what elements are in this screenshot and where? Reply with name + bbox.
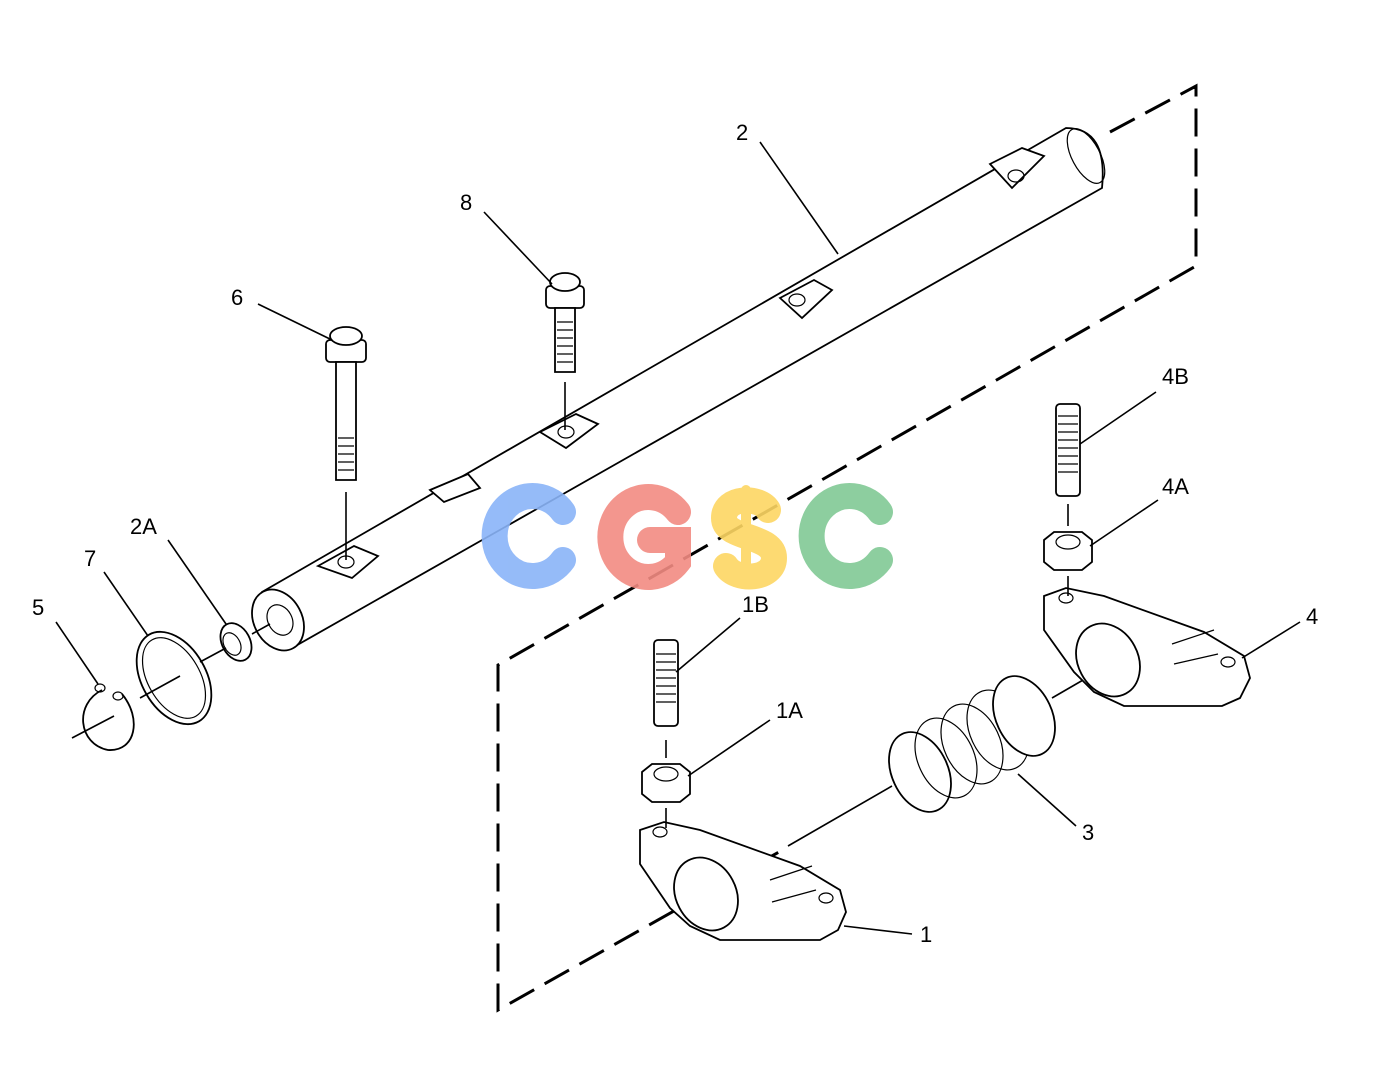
callout-2: 2	[736, 120, 748, 145]
bolt-8	[545, 272, 585, 430]
spring-3	[787, 675, 1091, 847]
bushing-2a	[219, 622, 271, 662]
rocker-shaft	[251, 127, 1106, 652]
nut-1a	[641, 740, 691, 828]
cgsc-watermark	[481, 483, 893, 590]
watermark-c1	[481, 483, 576, 589]
callout-1: 1	[920, 922, 932, 947]
callout-1a: 1A	[776, 698, 803, 723]
callout-5: 5	[32, 595, 44, 620]
callout-7: 7	[84, 546, 96, 571]
snap-ring-5	[71, 683, 135, 751]
assembly-boundary	[496, 83, 1198, 1013]
stud-4b	[1055, 403, 1081, 497]
callout-2a: 2A	[130, 514, 157, 539]
callout-labels: 2 8 6 2A 7 5 4B 4A 4 1B 1A 3 1	[32, 120, 1318, 947]
callout-4b: 4B	[1162, 364, 1189, 389]
callout-1b: 1B	[742, 592, 769, 617]
rocker-arm-4	[1043, 587, 1251, 707]
rocker-arm-1	[639, 821, 847, 941]
watermark-c2	[798, 483, 893, 589]
callout-6: 6	[231, 285, 243, 310]
stud-1b	[653, 639, 679, 727]
washer-ring-7	[135, 630, 227, 726]
watermark-g	[597, 484, 691, 590]
callout-3: 3	[1082, 820, 1094, 845]
leader-lines	[55, 141, 1301, 935]
callout-8: 8	[460, 190, 472, 215]
callout-4: 4	[1306, 604, 1318, 629]
callout-4a: 4A	[1162, 474, 1189, 499]
nut-4a	[1043, 504, 1093, 596]
bolt-6	[325, 326, 367, 560]
